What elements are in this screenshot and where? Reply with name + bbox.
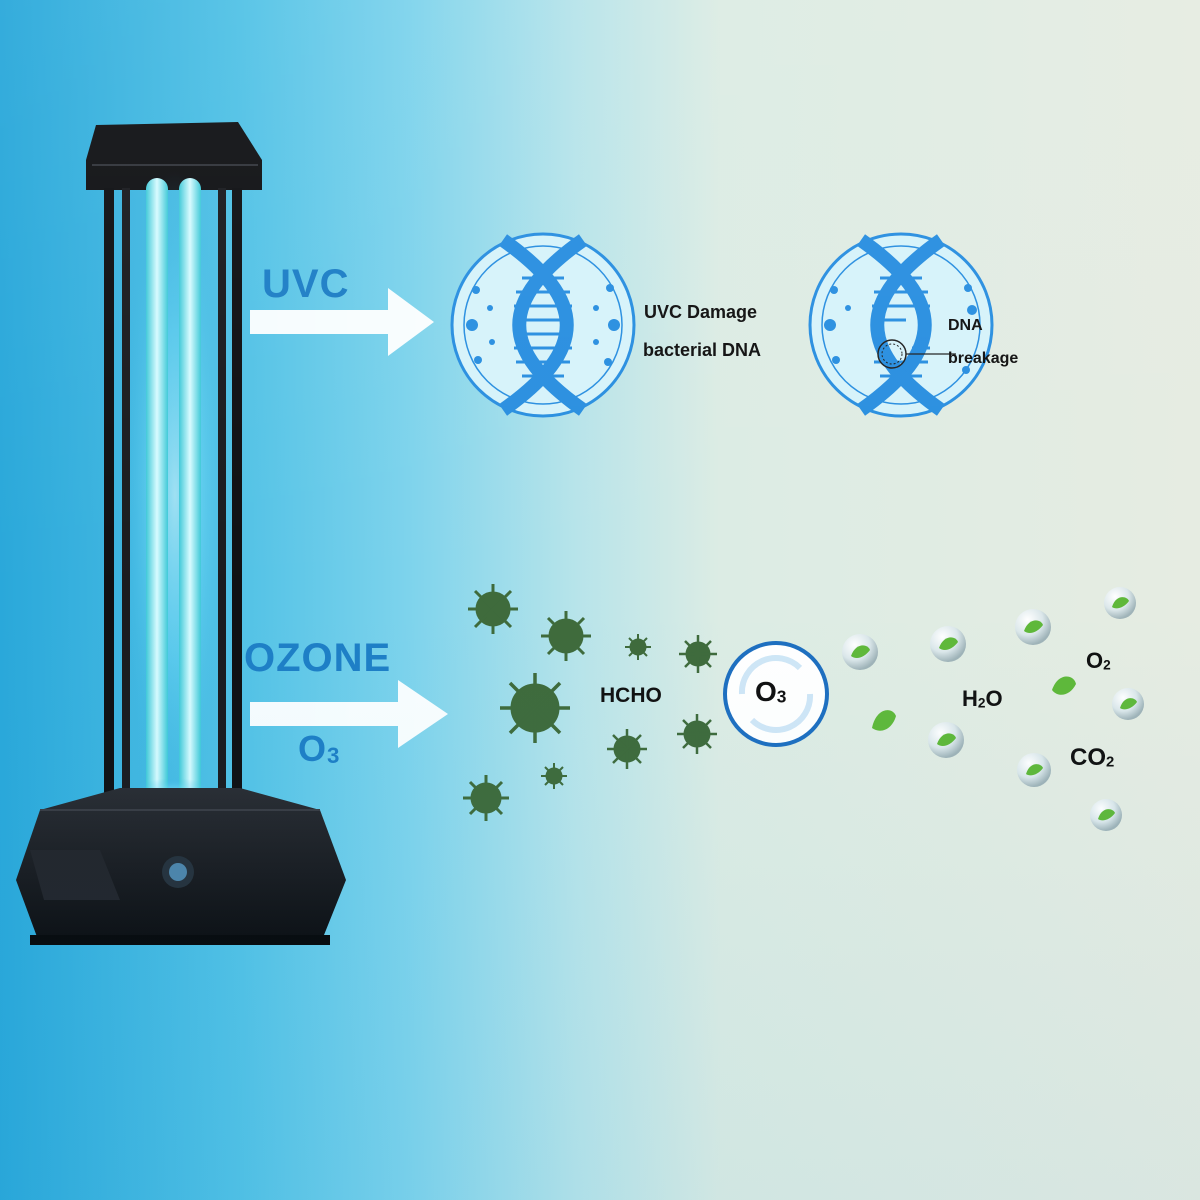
co2-base: CO	[1070, 744, 1106, 771]
o2-base: O	[1086, 648, 1104, 673]
hcho-label: HCHO	[600, 684, 662, 707]
o3-circle-sub: 3	[776, 686, 787, 707]
o3-label-sub: 3	[327, 743, 341, 769]
virus-cluster	[463, 584, 717, 821]
h2o-b: O	[985, 686, 1003, 711]
h2o-a: H	[962, 686, 978, 711]
arrow-right-icon	[250, 288, 434, 356]
o2-label: O2	[1086, 648, 1111, 674]
co2-sub: 2	[1106, 754, 1115, 771]
leaf-icon	[872, 676, 1076, 731]
dna-label: DNA	[948, 317, 983, 334]
o3-circle-label: O3	[755, 676, 786, 708]
arrow-right-icon	[250, 680, 448, 748]
uvc-damage-label-line2: bacterial DNA	[643, 340, 762, 360]
dna-breakage-circle-icon	[808, 232, 994, 418]
o2-sub: 2	[1103, 657, 1111, 673]
h2o-label: H2O	[962, 686, 1003, 712]
uv-lamp-icon	[16, 122, 346, 945]
o3-circle-base: O	[755, 676, 777, 707]
o3-circle-icon	[723, 641, 829, 747]
uvc-title: UVC	[262, 262, 350, 306]
o3-label-base: O	[298, 728, 328, 769]
dna-circle-icon	[450, 232, 636, 418]
uvc-damage-label: UVC Damage	[644, 302, 758, 322]
water-droplet-cluster	[842, 587, 1144, 831]
breakage-label: breakage	[948, 350, 1019, 367]
co2-label: CO2	[1070, 744, 1114, 772]
ozone-title: OZONE	[244, 636, 392, 680]
h2o-sub: 2	[977, 695, 986, 711]
water-droplet-icon	[842, 587, 1144, 831]
virus-icon	[463, 584, 717, 821]
o3-label: O3	[298, 728, 340, 770]
